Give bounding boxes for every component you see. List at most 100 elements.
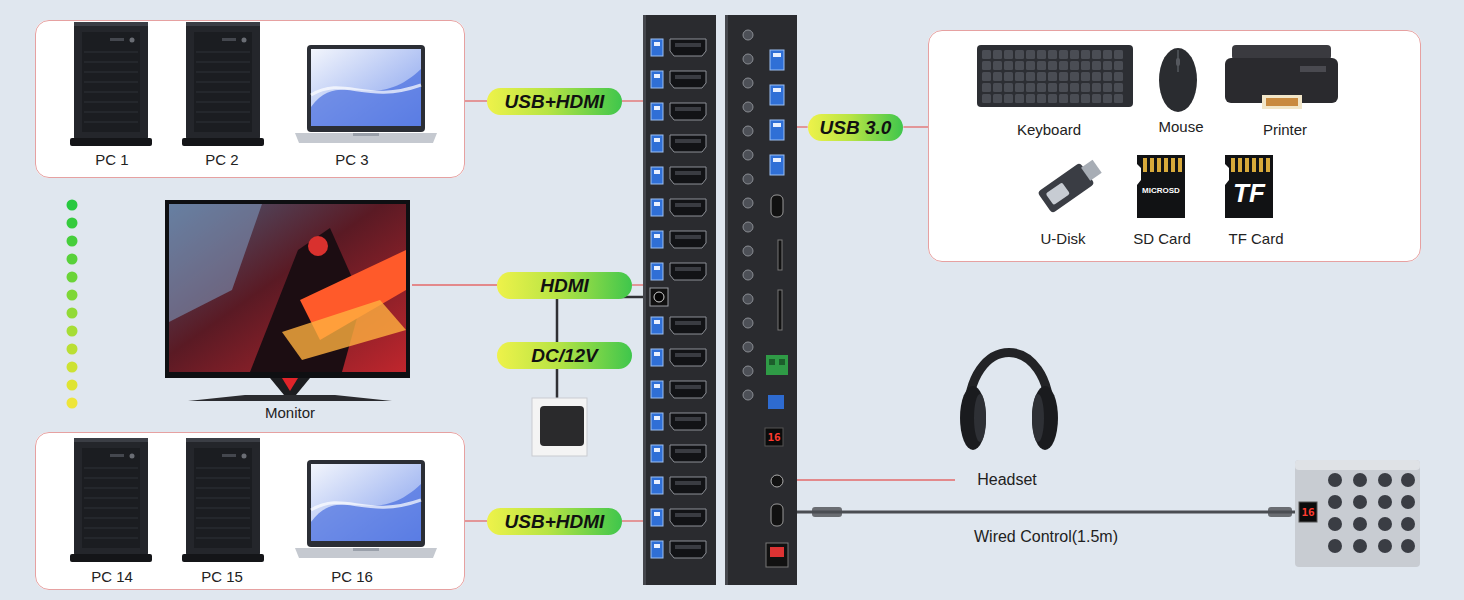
dots-column	[67, 200, 78, 409]
pc-illustration	[70, 438, 152, 562]
kvm-switch	[643, 15, 716, 585]
monitor: Monitor	[163, 198, 412, 422]
accessory-illustration	[1137, 155, 1185, 218]
edge-label: Wired Control(1.5m)	[974, 528, 1118, 546]
node-label: SD Card	[1133, 230, 1191, 247]
power-adapter	[532, 398, 587, 456]
kvm-switch	[773, 158, 781, 162]
accessory-illustration	[977, 45, 1133, 107]
kvm-switch	[725, 15, 728, 585]
monitor-illustration	[282, 378, 298, 391]
node-label: PC 14	[91, 568, 133, 585]
node-label: 16	[1301, 507, 1314, 518]
remote-illustration	[1401, 473, 1415, 487]
cable-pill: USB 3.0	[808, 114, 904, 141]
accessory-illustration	[1176, 58, 1180, 66]
accessory-illustration	[1238, 158, 1242, 172]
remote-illustration	[1378, 539, 1392, 553]
kvm-switch	[770, 547, 784, 557]
accessory-illustration	[1225, 155, 1273, 218]
kvm-switch	[769, 359, 775, 365]
headset-illustration	[1032, 394, 1044, 442]
power-pill: DC/12V	[497, 342, 632, 369]
pc-illustration	[182, 22, 264, 146]
headset-illustration	[960, 353, 1058, 451]
accessory-illustration	[1266, 98, 1298, 106]
monitor-illustration	[188, 395, 392, 401]
kvm-switch	[765, 428, 783, 446]
accessory-illustration	[1081, 160, 1102, 181]
dots-column	[67, 380, 78, 391]
node-label: U-Disk	[1041, 230, 1086, 247]
node-label: PC 2	[205, 151, 238, 168]
panel-ground	[928, 30, 1421, 262]
kvm-switch	[773, 53, 781, 162]
accessory-illustration	[1159, 48, 1197, 112]
accessory-illustration	[1300, 66, 1326, 72]
pill-label: USB 3.0	[820, 117, 892, 139]
remote-illustration	[1295, 460, 1420, 567]
connector	[465, 100, 487, 101]
device-group-panel: PC 14PC 15PC 16	[35, 432, 465, 590]
kvm-switch	[768, 395, 784, 409]
remote-illustration	[1353, 473, 1367, 487]
connector	[622, 100, 643, 101]
connector	[622, 520, 643, 521]
accessory-panel: KeyboardMousePrinterU-DiskSD CardTF Card	[928, 30, 1421, 262]
card-text: TF	[1233, 178, 1265, 209]
kvm-switch	[773, 53, 781, 57]
accessory-illustration	[1150, 158, 1154, 172]
pill-label: USB+HDMI	[505, 511, 605, 533]
accessory-illustration	[1143, 158, 1182, 172]
dots-column	[67, 272, 78, 283]
remote-illustration	[1353, 517, 1367, 531]
node-label: TF Card	[1228, 230, 1283, 247]
accessory-illustration	[1171, 158, 1175, 172]
kvm-switch	[743, 78, 753, 88]
node-label: PC 16	[331, 568, 373, 585]
kvm-switch	[743, 222, 753, 232]
kvm-switch	[743, 246, 753, 256]
remote-illustration	[1378, 517, 1392, 531]
panel-ground	[35, 432, 465, 590]
kvm-switch	[743, 54, 753, 64]
remote-illustration	[1328, 473, 1342, 487]
accessory-illustration	[1231, 158, 1235, 172]
remote-illustration	[1295, 460, 1420, 470]
kvm-switch	[770, 155, 784, 175]
kvm-switch	[743, 294, 753, 304]
connector	[465, 520, 487, 521]
remote-illustration	[1328, 495, 1342, 509]
remote-illustration	[1378, 473, 1392, 487]
headset-illustration	[974, 394, 986, 442]
pill-label: HDMI	[540, 275, 589, 297]
cable-pill: HDMI	[497, 272, 632, 299]
kvm-switch	[643, 15, 797, 585]
kvm-switch	[770, 120, 784, 140]
node-label: PC 3	[335, 151, 368, 168]
accessory-illustration	[1157, 158, 1161, 172]
power-adapter	[532, 297, 659, 456]
cable-pill: USB+HDMI	[487, 508, 622, 535]
monitor-illustration	[165, 200, 410, 378]
remote-illustration	[1328, 473, 1415, 553]
kvm-switch	[743, 270, 753, 280]
kvm-switch	[743, 390, 753, 400]
kvm-switch	[643, 309, 716, 565]
dots-column	[67, 326, 78, 337]
node-label: 16	[767, 432, 780, 443]
remote-illustration	[1401, 517, 1415, 531]
kvm-switch	[650, 288, 668, 306]
monitor-illustration	[169, 204, 262, 322]
node-label: Monitor	[265, 404, 315, 421]
kvm-switch	[766, 355, 788, 375]
pc-illustration	[70, 22, 437, 562]
accessory-illustration	[1245, 158, 1249, 172]
remote-illustration	[1353, 539, 1367, 553]
accessory-illustration	[1252, 158, 1256, 172]
headset: Headset	[955, 340, 1060, 492]
monitor-illustration	[169, 204, 406, 372]
dots-column	[67, 236, 78, 247]
accessory-illustration	[1259, 158, 1263, 172]
